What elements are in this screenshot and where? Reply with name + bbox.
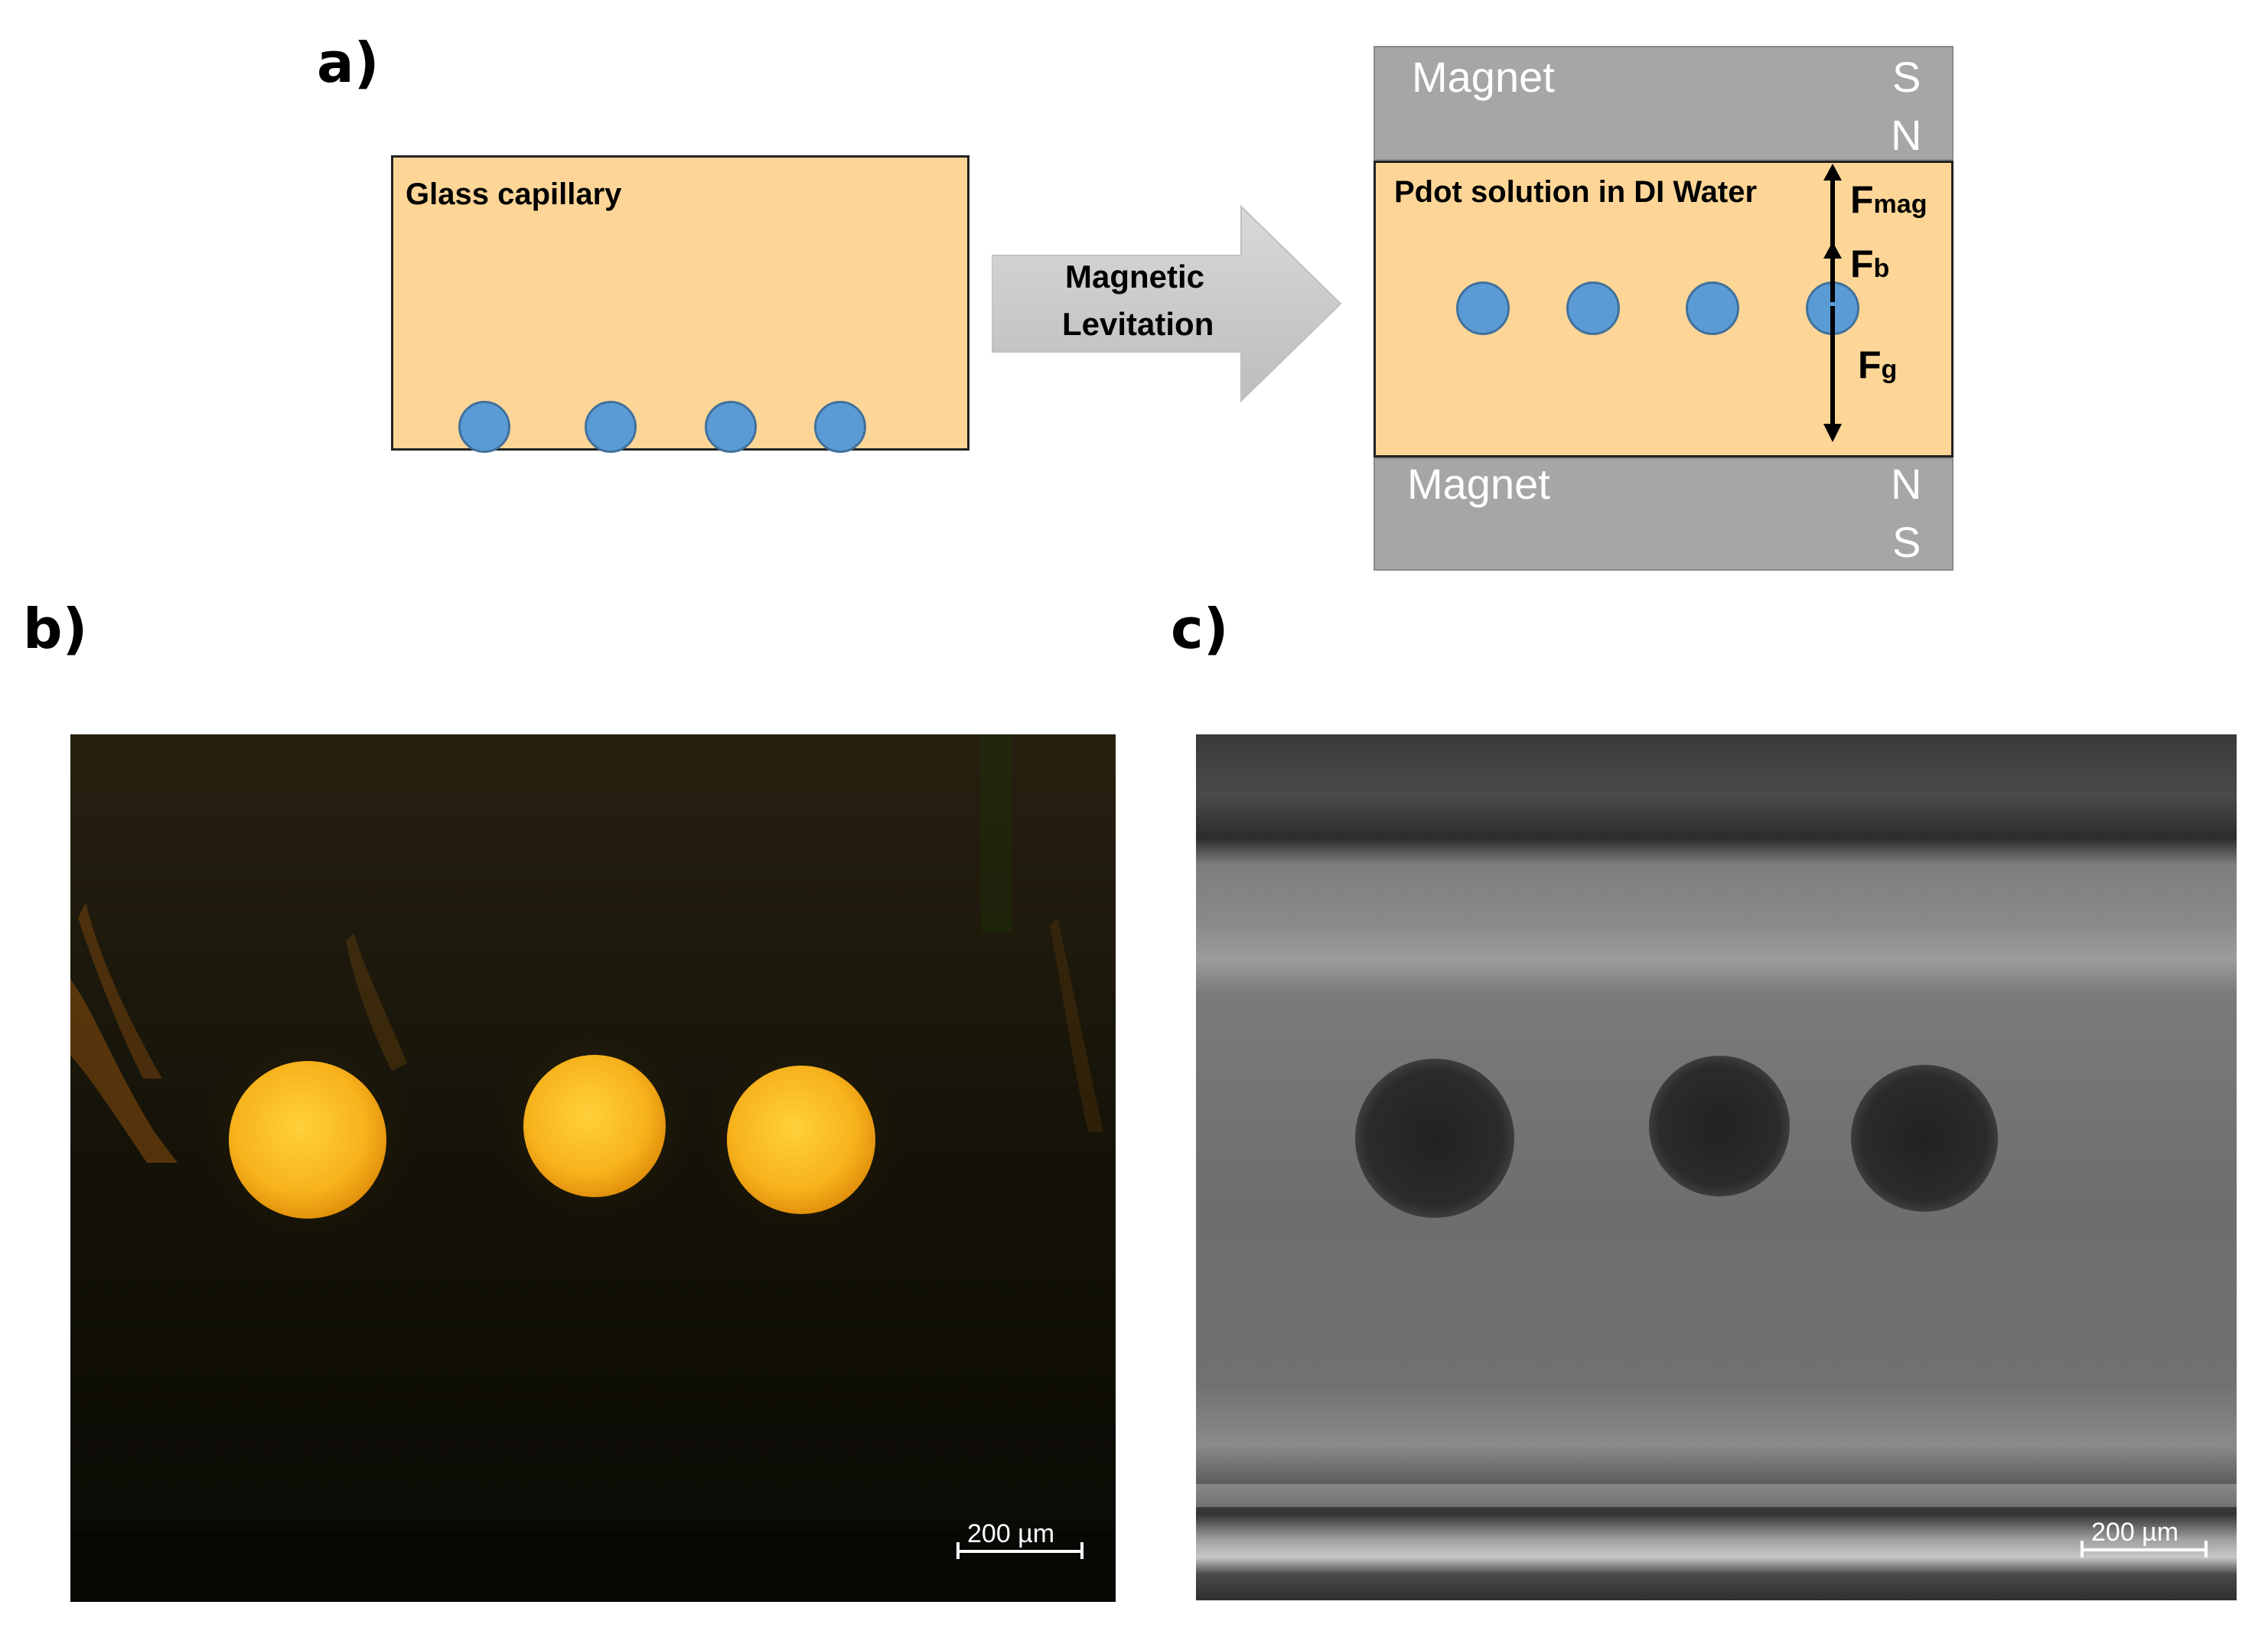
force-arrows [1823, 164, 1842, 442]
top-magnet-pole-n: N [1891, 111, 1922, 159]
bead [1566, 282, 1620, 335]
brightfield-image [1196, 734, 2237, 1600]
glass-capillary-label: Glass capillary [406, 177, 622, 211]
bead [705, 401, 757, 453]
fluorescence-image [70, 734, 1116, 1602]
arrow-label-line2: Levitation [1062, 306, 1214, 342]
force-g-sub: g [1881, 355, 1898, 384]
scale-bar-c-tick-right [2204, 1541, 2208, 1558]
pdot-solution-label: Pdot solution in DI Water [1394, 175, 1758, 209]
force-b-sub: b [1873, 254, 1890, 283]
scale-bar-c: 200 µm [2081, 1518, 2211, 1558]
scale-bar-b: 200 µm [956, 1519, 1087, 1559]
scale-bar-b-tick-left [956, 1542, 960, 1559]
bead [458, 401, 510, 453]
fluorescence-micrograph: 200 µm [70, 734, 1116, 1602]
bottom-magnet: Magnet N S [1374, 457, 1954, 571]
force-label-mag: Fmag [1850, 177, 1927, 222]
force-mag-sub: mag [1873, 190, 1927, 219]
levitation-arrow [992, 204, 1342, 403]
scale-bar-c-line [2081, 1548, 2208, 1551]
scale-bar-b-label: 200 µm [967, 1519, 1055, 1548]
force-b-main: F [1850, 242, 1874, 285]
scale-bar-b-tick-right [1080, 1542, 1083, 1559]
bead [585, 401, 637, 453]
top-magnet-label: Magnet [1412, 53, 1555, 101]
scale-bar-c-label: 200 µm [2091, 1518, 2179, 1547]
force-mag-main: F [1850, 178, 1874, 221]
bottom-magnet-pole-n: N [1891, 460, 1922, 508]
panel-label-c: c) [1171, 597, 1229, 661]
bead [1686, 282, 1739, 335]
bottom-magnet-label: Magnet [1407, 460, 1550, 508]
bottom-magnet-pole-s: S [1892, 518, 1921, 566]
force-label-b: Fb [1850, 242, 1889, 286]
scale-bar-c-tick-left [2081, 1541, 2084, 1558]
arrow-label-line1: Magnetic [1065, 259, 1205, 295]
scale-bar-b-line [956, 1550, 1083, 1553]
force-g-main: F [1858, 343, 1882, 386]
force-label-g: Fg [1858, 343, 1897, 387]
panel-label-b: b) [23, 597, 88, 661]
panel-label-a: a) [317, 31, 380, 95]
top-magnet-pole-s: S [1892, 53, 1921, 101]
bead [814, 401, 866, 453]
brightfield-micrograph: 200 µm [1196, 734, 2237, 1600]
bead [1456, 282, 1510, 335]
top-magnet: Magnet S N [1374, 46, 1954, 161]
